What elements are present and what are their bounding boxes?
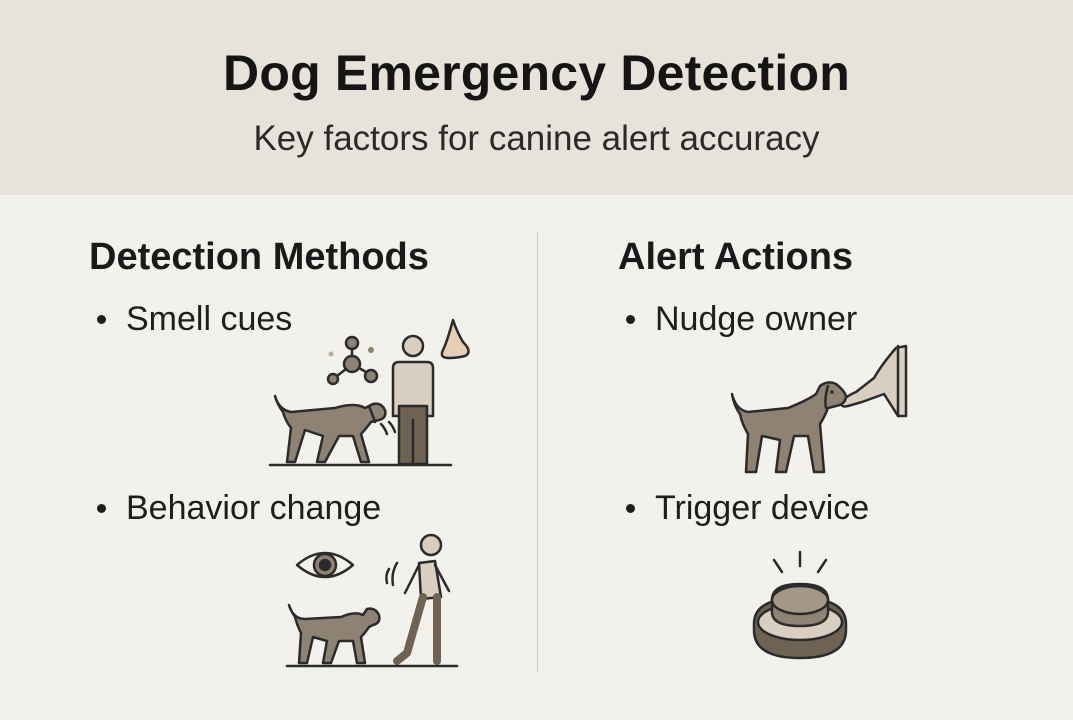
detection-methods-heading: Detection Methods (89, 236, 429, 278)
alert-actions-heading: Alert Actions (618, 236, 854, 278)
header-band (0, 0, 1073, 195)
page-title: Dog Emergency Detection (223, 45, 850, 101)
list-item-label: Smell cues (126, 300, 293, 338)
list-item-smell-cues: Smell cues (97, 300, 292, 339)
list-item-behavior-change: Behavior change (97, 489, 381, 528)
bullet-dot (626, 504, 635, 513)
column-divider (537, 232, 538, 672)
alert-button-icon (748, 550, 858, 667)
page-subtitle: Key factors for canine alert accuracy (253, 119, 820, 158)
bullet-dot (97, 315, 106, 324)
bullet-dot (626, 315, 635, 324)
list-item-trigger-device: Trigger device (626, 489, 869, 528)
dog-watching-walking-person-icon (285, 533, 465, 678)
list-item-label: Nudge owner (655, 300, 858, 338)
dog-nudging-hand-icon (728, 344, 908, 484)
bullet-dot (97, 504, 106, 513)
list-item-nudge-owner: Nudge owner (626, 300, 857, 339)
dog-sniffing-person-icon (265, 312, 480, 477)
list-item-label: Behavior change (126, 489, 382, 527)
list-item-label: Trigger device (655, 489, 870, 527)
